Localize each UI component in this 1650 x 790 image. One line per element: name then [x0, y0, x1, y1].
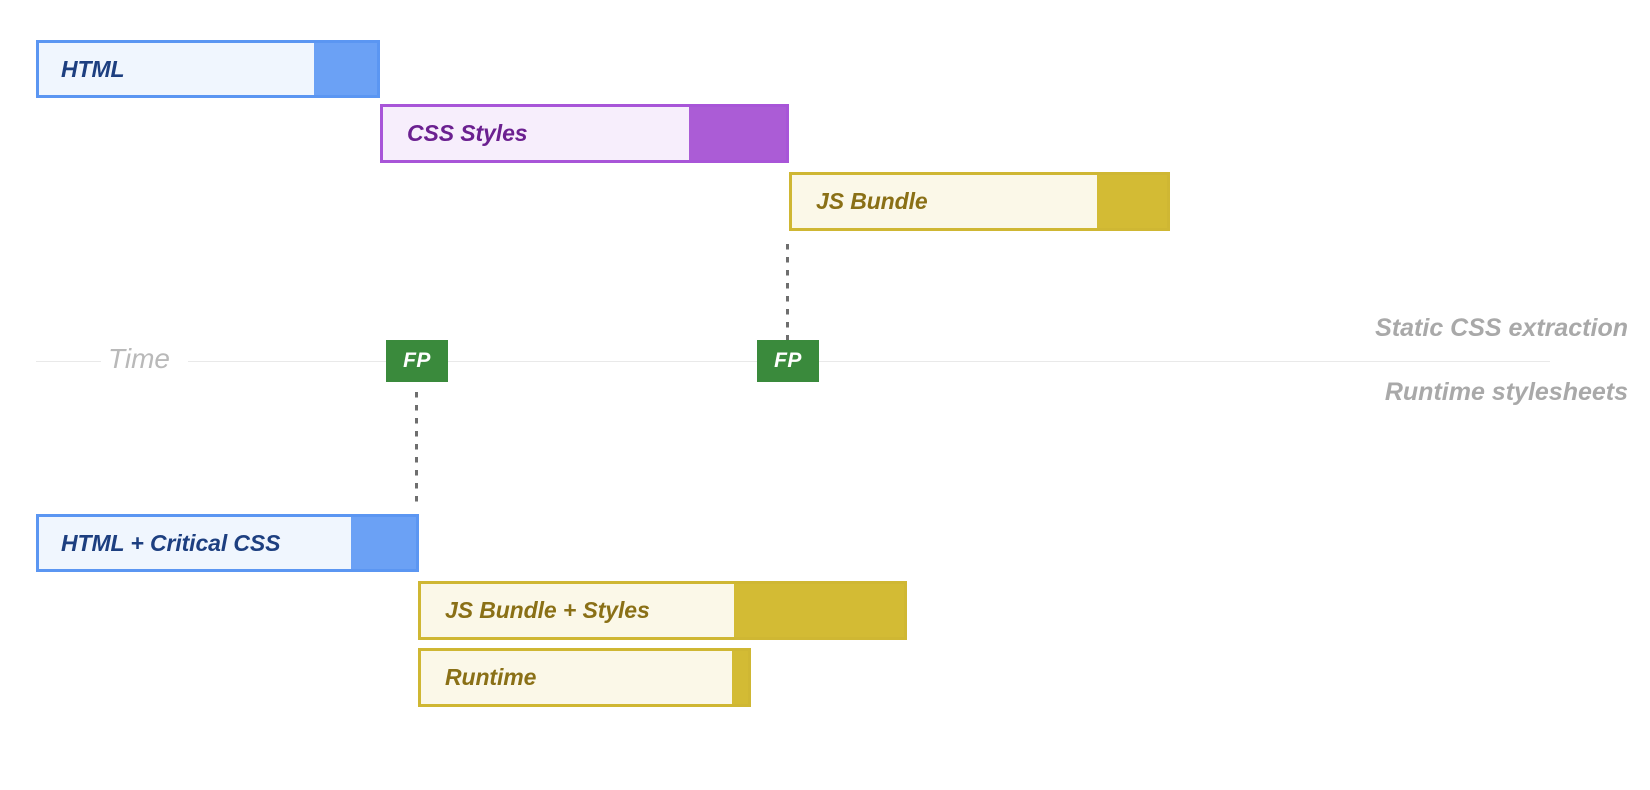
- bar-js-bundle-styles-tail: [734, 584, 904, 637]
- bar-html-critical-css-fill: HTML + Critical CSS: [39, 517, 351, 569]
- bar-css-styles-tail: [689, 107, 786, 160]
- bar-runtime-tail: [732, 651, 748, 704]
- time-axis-label: Time: [108, 343, 170, 374]
- bar-html-critical-css-tail: [351, 517, 416, 569]
- first-paint-marker-static-label: FP: [403, 349, 431, 372]
- bar-js-bundle-styles: JS Bundle + Styles: [418, 581, 907, 640]
- bar-css-styles: CSS Styles: [380, 104, 789, 163]
- bar-css-styles-fill: CSS Styles: [383, 107, 689, 160]
- connector-fp-to-critical-css: [415, 392, 418, 507]
- bar-runtime: Runtime: [418, 648, 751, 707]
- bar-js-bundle-tail: [1097, 175, 1167, 228]
- bar-js-bundle-styles-fill: JS Bundle + Styles: [421, 584, 734, 637]
- bar-html-tail: [314, 43, 377, 95]
- bar-html-fill: HTML: [39, 43, 314, 95]
- bar-css-styles-label: CSS Styles: [407, 120, 528, 146]
- first-paint-marker-runtime-label: FP: [774, 349, 802, 372]
- bar-html: HTML: [36, 40, 380, 98]
- bar-html-critical-css-label: HTML + Critical CSS: [61, 529, 281, 556]
- bar-js-bundle-styles-label: JS Bundle + Styles: [445, 597, 650, 623]
- bar-runtime-label: Runtime: [445, 664, 537, 690]
- first-paint-marker-static: FP: [386, 340, 448, 382]
- first-paint-marker-runtime: FP: [757, 340, 819, 382]
- bar-js-bundle-fill: JS Bundle: [792, 175, 1097, 228]
- annotation-static-css-extraction: Static CSS extraction: [1375, 314, 1628, 342]
- bar-html-label: HTML: [61, 55, 125, 82]
- time-axis-right: [188, 361, 1550, 362]
- bar-html-critical-css: HTML + Critical CSS: [36, 514, 419, 572]
- bar-js-bundle-label: JS Bundle: [816, 188, 928, 214]
- annotation-runtime-stylesheets: Runtime stylesheets: [1384, 378, 1628, 406]
- time-axis-left: [36, 361, 101, 362]
- bar-js-bundle: JS Bundle: [789, 172, 1170, 231]
- connector-js-bundle-to-fp: [786, 244, 789, 342]
- bar-runtime-fill: Runtime: [421, 651, 732, 704]
